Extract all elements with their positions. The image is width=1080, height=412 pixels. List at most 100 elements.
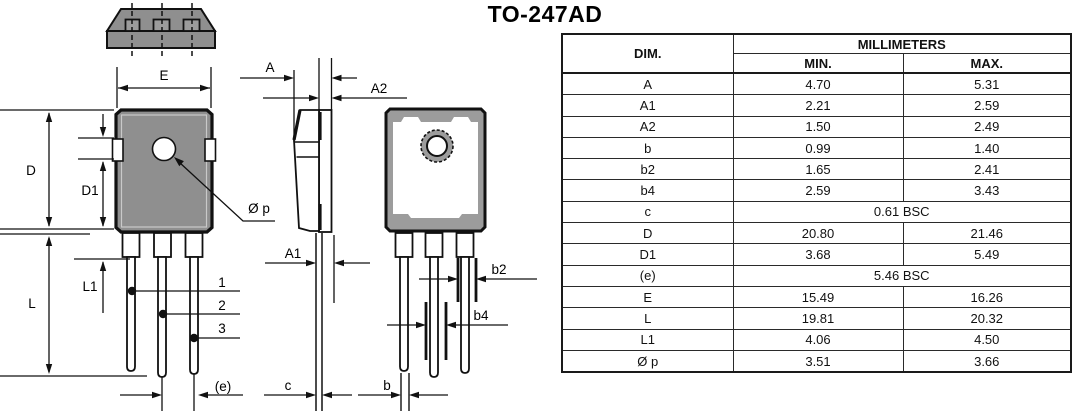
front-view-arrowheads — [45, 84, 210, 399]
label-L1: L1 — [82, 279, 97, 294]
max-value-cell: 4.50 — [902, 328, 1072, 351]
min-value-cell: 3.51 — [732, 349, 904, 373]
side-view-thick-edges — [292, 109, 322, 230]
max-value-cell: 21.46 — [902, 222, 1072, 245]
col-header-millimeters: MILLIMETERS — [732, 33, 1072, 54]
min-value-cell: 20.80 — [732, 222, 904, 245]
front-view-body — [114, 108, 214, 234]
label-pitch: (e) — [215, 379, 232, 394]
top-view-centerlines — [131, 3, 193, 56]
mounting-hole — [151, 136, 177, 162]
back-view-metal-pad — [393, 117, 478, 218]
label-D: D — [26, 163, 36, 178]
b-gauge-lines — [400, 373, 410, 411]
dim-cell: E — [561, 285, 734, 309]
max-value-cell: 3.43 — [902, 179, 1072, 202]
label-A: A — [265, 60, 274, 75]
back-view — [384, 107, 487, 411]
label-b2: b2 — [491, 262, 506, 277]
max-value-cell: 1.40 — [902, 136, 1072, 160]
pitch-centerlines — [161, 374, 195, 411]
dim-cell: b4 — [561, 179, 734, 202]
label-L: L — [28, 296, 36, 311]
back-hole — [426, 135, 448, 157]
min-value-cell: 2.59 — [732, 179, 904, 202]
label-D1: D1 — [81, 183, 98, 198]
max-value-cell: 3.66 — [902, 349, 1072, 373]
dim-cell: L1 — [561, 328, 734, 351]
min-value-cell: 19.81 — [732, 307, 904, 330]
side-view-dimensions — [240, 58, 407, 396]
label-A2: A2 — [371, 81, 388, 96]
pin1-dot — [127, 286, 137, 296]
pin2-dot — [158, 309, 168, 319]
dim-cell: Ø p — [561, 349, 734, 373]
min-value-cell: 3.68 — [732, 243, 904, 266]
side-view-arrowheads — [284, 74, 344, 399]
mounting-notch-right — [204, 138, 217, 162]
dim-cell: (e) — [561, 264, 734, 287]
back-view-leads — [394, 232, 475, 378]
label-hole: Ø p — [248, 201, 270, 216]
col-header-min: MIN. — [732, 53, 904, 74]
table-row: (e)5.46 BSC — [561, 264, 1072, 287]
max-value-cell: 16.26 — [902, 285, 1072, 309]
label-b4: b4 — [473, 308, 489, 323]
bsc-value-cell: 0.61 BSC — [732, 200, 1072, 224]
front-view-dimensions — [0, 67, 275, 396]
back-view-arrowheads — [391, 275, 486, 399]
max-value-cell: 5.49 — [902, 243, 1072, 266]
page-title: TO-247AD — [487, 1, 603, 27]
back-view-dimensions — [358, 278, 537, 396]
dimension-labels: E D D1 L L1 1 2 3 (e) Ø p A A2 A1 c b b2… — [26, 60, 506, 394]
b2-b4-gauge-lines — [424, 258, 478, 360]
max-value-cell: 5.31 — [902, 72, 1072, 96]
pin3-dot — [189, 333, 199, 343]
label-pin1: 1 — [218, 275, 226, 290]
front-view — [111, 108, 217, 411]
top-view — [105, 3, 217, 56]
mounting-notch-left — [111, 138, 124, 162]
dim-cell: b2 — [561, 158, 734, 181]
dim-cell: L — [561, 307, 734, 330]
top-view-lower-band — [106, 30, 216, 49]
dim-cell: A2 — [561, 115, 734, 138]
min-value-cell: 4.70 — [732, 72, 904, 96]
side-view-lead — [315, 233, 323, 411]
max-value-cell: 2.49 — [902, 115, 1072, 138]
front-view-inner-highlight — [120, 114, 208, 228]
dim-cell: A1 — [561, 94, 734, 117]
max-value-cell: 20.32 — [902, 307, 1072, 330]
max-value-cell: 2.59 — [902, 94, 1072, 117]
min-value-cell: 2.21 — [732, 94, 904, 117]
label-c: c — [285, 378, 292, 393]
dim-cell: b — [561, 136, 734, 160]
col-header-dim: DIM. — [561, 33, 734, 74]
label-b: b — [383, 378, 391, 393]
label-pin3: 3 — [218, 321, 226, 336]
side-view-mold-lines — [295, 141, 319, 158]
label-A1: A1 — [285, 246, 302, 261]
label-pin2: 2 — [218, 298, 226, 313]
dim-cell: c — [561, 200, 734, 224]
front-view-leads — [121, 232, 204, 378]
dim-cell: D — [561, 222, 734, 245]
min-value-cell: 0.99 — [732, 136, 904, 160]
dim-cell: D1 — [561, 243, 734, 266]
side-view — [292, 109, 333, 411]
min-value-cell: 1.50 — [732, 115, 904, 138]
bsc-value-cell: 5.46 BSC — [732, 264, 1072, 287]
